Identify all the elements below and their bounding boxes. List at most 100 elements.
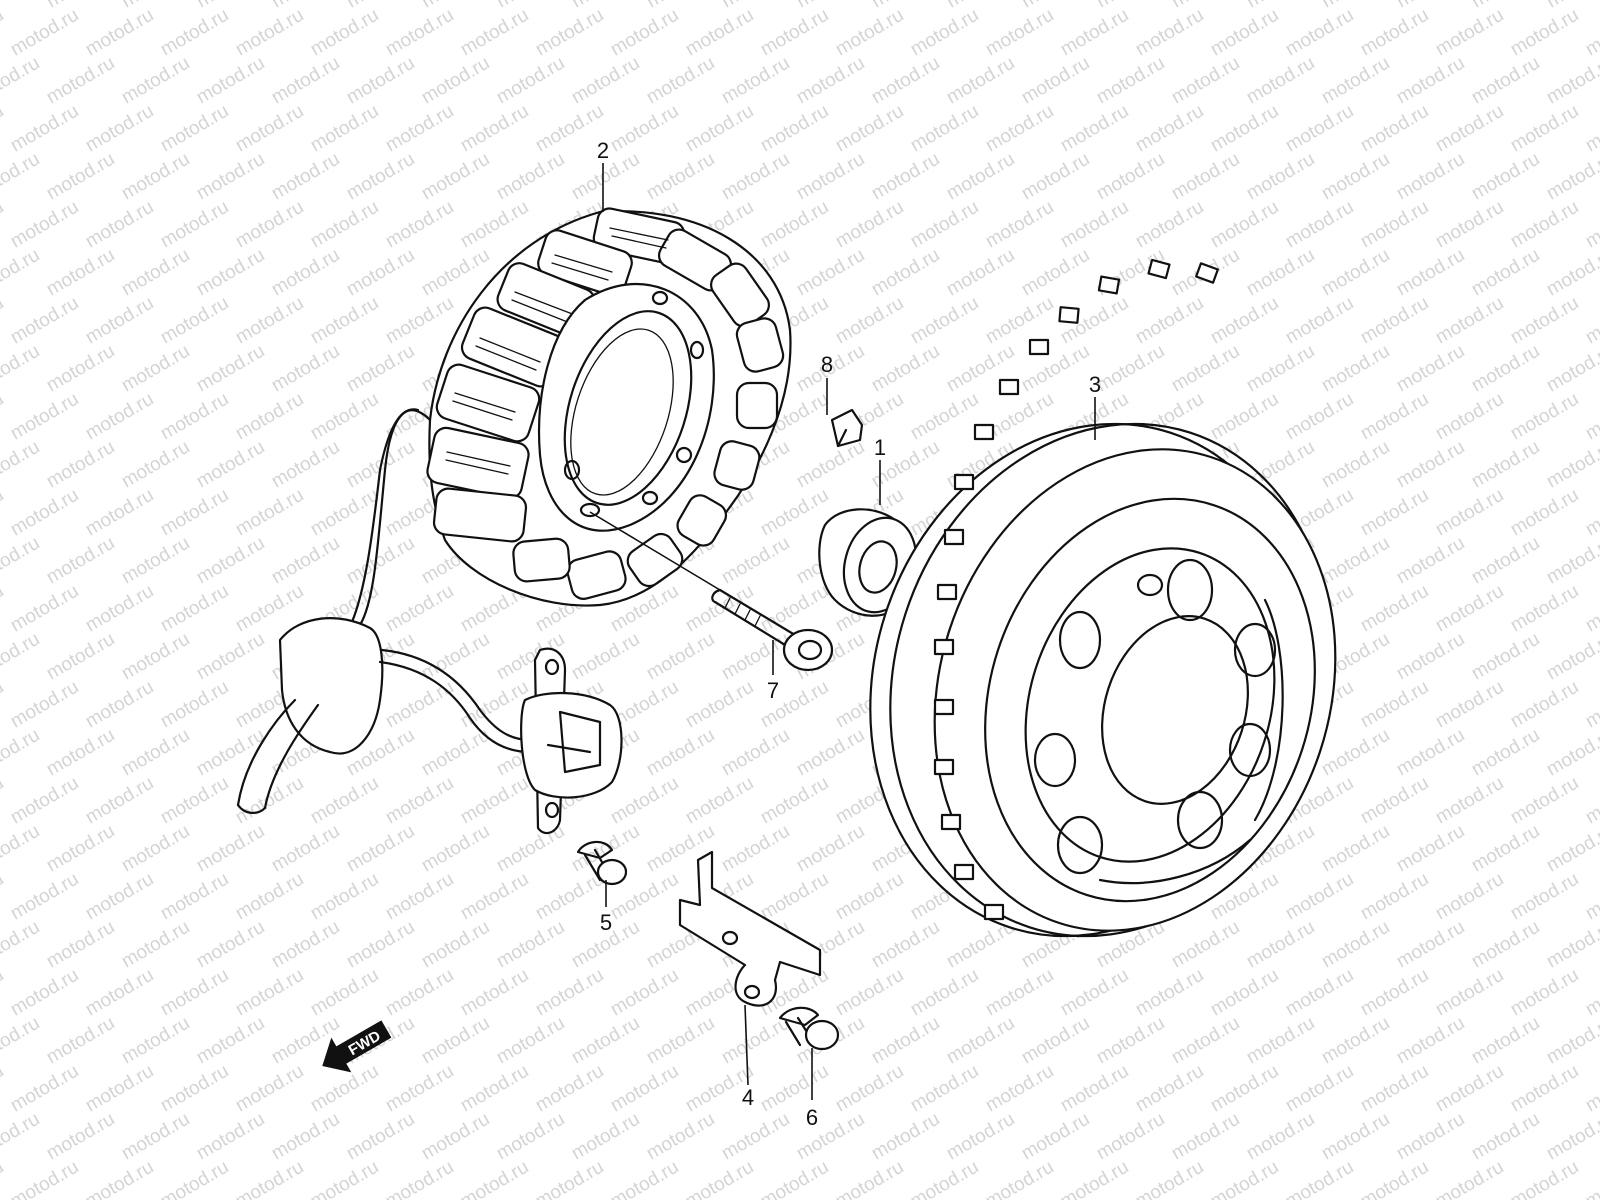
watermark-text: motod.ru bbox=[268, 437, 343, 493]
watermark-text: motod.ru bbox=[82, 101, 157, 157]
watermark-text: motod.ru bbox=[0, 293, 7, 349]
watermark-text: motod.ru bbox=[1318, 533, 1393, 589]
watermark-text: motod.ru bbox=[382, 773, 457, 829]
watermark-text: motod.ru bbox=[43, 53, 118, 109]
watermark-text: motod.ru bbox=[0, 533, 43, 589]
watermark-text: motod.ru bbox=[307, 293, 382, 349]
watermark-text: motod.ru bbox=[0, 821, 43, 877]
screw-part-5[interactable] bbox=[576, 840, 628, 886]
watermark-text: motod.ru bbox=[343, 341, 418, 397]
watermark-text: motod.ru bbox=[1507, 485, 1582, 541]
watermark-text: motod.ru bbox=[193, 245, 268, 301]
bolt-part-6[interactable] bbox=[778, 1006, 840, 1051]
watermark-text: motod.ru bbox=[907, 293, 982, 349]
watermark-text: motod.ru bbox=[82, 485, 157, 541]
bolt-part-7[interactable] bbox=[711, 588, 834, 672]
watermark-text: motod.ru bbox=[1243, 245, 1318, 301]
watermark-text: motod.ru bbox=[943, 1013, 1018, 1069]
watermark-text: motod.ru bbox=[1318, 725, 1393, 781]
watermark-text: motod.ru bbox=[868, 917, 943, 973]
watermark-text: motod.ru bbox=[982, 197, 1057, 253]
watermark-text: motod.ru bbox=[343, 821, 418, 877]
watermark-text: motod.ru bbox=[0, 581, 7, 637]
stator-part[interactable] bbox=[425, 206, 792, 607]
callout-labels: 1 2 3 4 5 6 7 8 bbox=[597, 138, 1101, 1130]
watermark-text: motod.ru bbox=[1582, 197, 1600, 253]
leader-lines bbox=[589, 163, 1096, 1100]
watermark-text: motod.ru bbox=[793, 437, 868, 493]
watermark-text: motod.ru bbox=[682, 1157, 757, 1200]
watermark-text: motod.ru bbox=[43, 1109, 118, 1165]
watermark-text: motod.ru bbox=[157, 101, 232, 157]
watermark-text: motod.ru bbox=[1468, 437, 1543, 493]
watermark-text: motod.ru bbox=[1018, 53, 1093, 109]
watermark-text: motod.ru bbox=[907, 965, 982, 1021]
watermark-text: motod.ru bbox=[307, 965, 382, 1021]
watermark-text: motod.ru bbox=[1507, 197, 1582, 253]
watermark-text: motod.ru bbox=[982, 1157, 1057, 1200]
watermark-text: motod.ru bbox=[1507, 581, 1582, 637]
watermark-text: motod.ru bbox=[682, 5, 757, 61]
watermark-text: motod.ru bbox=[1282, 389, 1357, 445]
watermark-text: motod.ru bbox=[82, 5, 157, 61]
watermark-text: motod.ru bbox=[643, 53, 718, 109]
watermark-text: motod.ru bbox=[718, 629, 793, 685]
watermark-text: motod.ru bbox=[193, 533, 268, 589]
callout-2: 2 bbox=[597, 138, 609, 163]
watermark-text: motod.ru bbox=[1393, 629, 1468, 685]
bracket-part-4[interactable] bbox=[678, 850, 822, 1007]
watermark-text: motod.ru bbox=[1468, 149, 1543, 205]
watermark-text: motod.ru bbox=[232, 1061, 307, 1117]
watermark-text: motod.ru bbox=[418, 629, 493, 685]
watermark-text: motod.ru bbox=[1393, 53, 1468, 109]
watermark-text: motod.ru bbox=[757, 5, 832, 61]
watermark-text: motod.ru bbox=[1357, 773, 1432, 829]
watermark-text: motod.ru bbox=[0, 245, 43, 301]
watermark-text: motod.ru bbox=[607, 1061, 682, 1117]
watermark-text: motod.ru bbox=[382, 5, 457, 61]
watermark-text: motod.ru bbox=[1393, 1013, 1468, 1069]
rotor-part-3[interactable] bbox=[805, 258, 1396, 994]
watermark-text: motod.ru bbox=[1357, 581, 1432, 637]
watermark-text: motod.ru bbox=[0, 101, 7, 157]
watermark-text: motod.ru bbox=[193, 821, 268, 877]
watermark-text: motod.ru bbox=[757, 773, 832, 829]
watermark-text: motod.ru bbox=[343, 149, 418, 205]
watermark-text: motod.ru bbox=[418, 1109, 493, 1165]
watermark-text: motod.ru bbox=[832, 1061, 907, 1117]
watermark-text: motod.ru bbox=[307, 389, 382, 445]
watermark-text: motod.ru bbox=[1318, 341, 1393, 397]
watermark-text: motod.ru bbox=[157, 485, 232, 541]
watermark-text: motod.ru bbox=[343, 0, 418, 12]
watermark-text: motod.ru bbox=[0, 629, 43, 685]
watermark-text: motod.ru bbox=[0, 53, 43, 109]
watermark-text: motod.ru bbox=[1132, 965, 1207, 1021]
watermark-text: motod.ru bbox=[7, 293, 82, 349]
watermark-text: motod.ru bbox=[1582, 869, 1600, 925]
watermark-text: motod.ru bbox=[1093, 0, 1168, 12]
watermark-text: motod.ru bbox=[1132, 5, 1207, 61]
watermark-text: motod.ru bbox=[1132, 197, 1207, 253]
watermark-text: motod.ru bbox=[457, 101, 532, 157]
key-part-8[interactable] bbox=[830, 408, 864, 448]
watermark-text: motod.ru bbox=[1057, 197, 1132, 253]
watermark-text: motod.ru bbox=[157, 197, 232, 253]
watermark-text: motod.ru bbox=[1468, 533, 1543, 589]
callout-7: 7 bbox=[767, 678, 779, 703]
watermark-text: motod.ru bbox=[382, 101, 457, 157]
watermark-text: motod.ru bbox=[1243, 53, 1318, 109]
watermark-text: motod.ru bbox=[232, 869, 307, 925]
watermark-text: motod.ru bbox=[382, 677, 457, 733]
watermark-text: motod.ru bbox=[1468, 245, 1543, 301]
watermark-text: motod.ru bbox=[1582, 677, 1600, 733]
watermark-text: motod.ru bbox=[0, 1013, 43, 1069]
pickup-sensor[interactable] bbox=[520, 647, 623, 835]
watermark-text: motod.ru bbox=[268, 533, 343, 589]
watermark-text: motod.ru bbox=[1168, 917, 1243, 973]
watermark-text: motod.ru bbox=[1468, 917, 1543, 973]
watermark-text: motod.ru bbox=[1318, 149, 1393, 205]
watermark-text: motod.ru bbox=[118, 245, 193, 301]
watermark-text: motod.ru bbox=[193, 629, 268, 685]
